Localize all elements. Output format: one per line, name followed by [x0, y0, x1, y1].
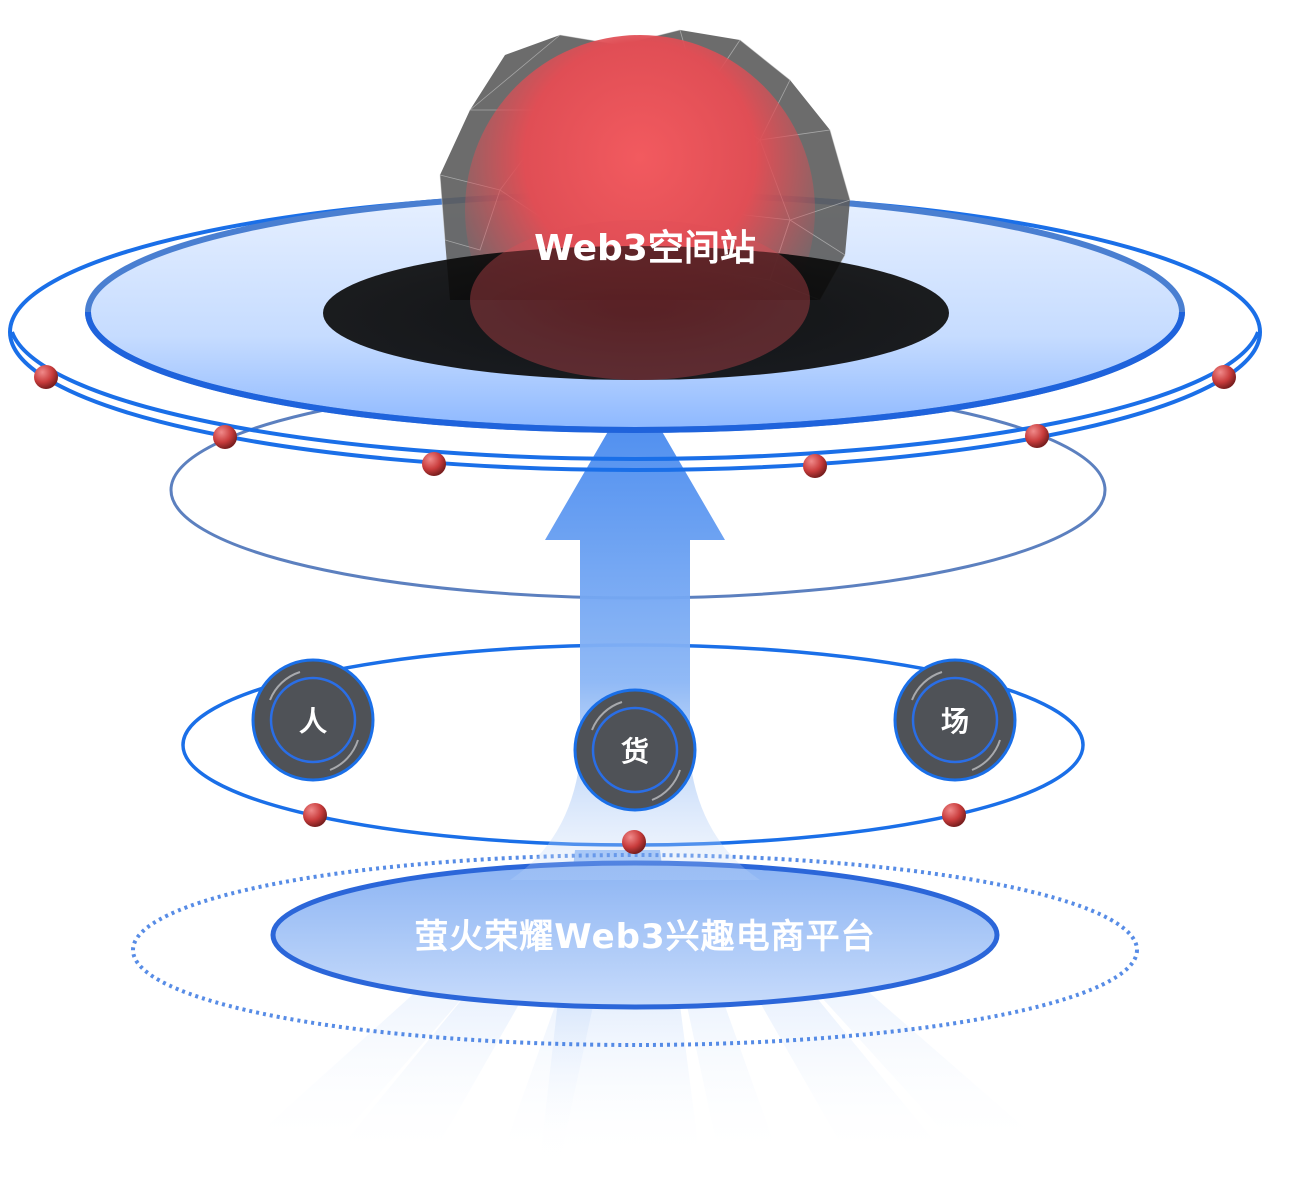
node-person[interactable]: 人: [251, 658, 375, 782]
bead: [422, 452, 446, 476]
upward-arrow-icon: [510, 385, 760, 880]
bead: [1212, 365, 1236, 389]
ring-beads: [34, 365, 1236, 854]
node-person-label: 人: [299, 705, 327, 738]
top-ring-front-arc: [10, 331, 1260, 461]
core-glow: [470, 220, 810, 380]
bead: [942, 803, 966, 827]
bead: [303, 803, 327, 827]
bead: [213, 425, 237, 449]
station-title: Web3空间站: [534, 228, 756, 269]
node-goods-label: 货: [621, 735, 649, 768]
bead: [622, 830, 646, 854]
core-hole: [323, 246, 949, 380]
top-disc-front-arc: [85, 311, 1185, 433]
bead: [1025, 424, 1049, 448]
bead: [34, 365, 58, 389]
bead: [803, 454, 827, 478]
node-venue[interactable]: 场: [893, 658, 1017, 782]
platform-label: 萤火荣耀Web3兴趣电商平台: [414, 917, 875, 957]
node-venue-label: 场: [941, 705, 969, 738]
node-goods[interactable]: 货: [573, 688, 697, 812]
